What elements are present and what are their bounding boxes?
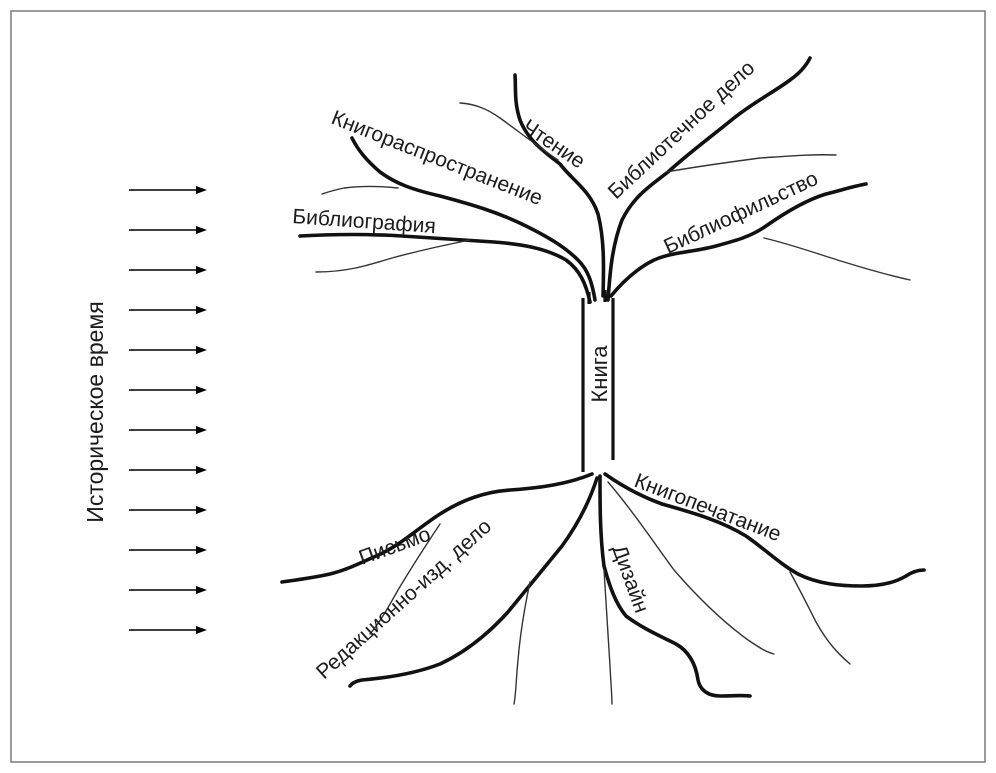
time-arrows (129, 186, 207, 634)
twig-distribution (321, 185, 399, 195)
time-arrow-head (196, 426, 207, 434)
time-arrow-head (196, 306, 207, 314)
label-library: Библиотечное дело (604, 56, 760, 203)
label-bibliophily: Библиофильство (660, 167, 821, 259)
branch-library (606, 56, 812, 302)
label-printing: Книгопечатание (631, 469, 784, 546)
root-design (598, 474, 752, 698)
twig-library (665, 154, 837, 173)
label-writing: Письмо (356, 523, 434, 570)
twig-printing-2 (789, 571, 851, 665)
root-printing (603, 472, 926, 588)
label-design: Дизайн (607, 542, 653, 616)
time-arrow-head (196, 586, 207, 594)
time-arrow-head (196, 186, 207, 194)
label-reading: Чтение (518, 115, 589, 173)
twig-printing-1 (607, 481, 775, 655)
time-arrow-head (196, 506, 207, 514)
time-arrow-head (196, 346, 207, 354)
branch-bibliography (298, 232, 592, 304)
twig-bibliophily (763, 237, 911, 281)
root-editorial (348, 476, 599, 688)
time-arrow-head (196, 466, 207, 474)
branch-reading (513, 73, 606, 298)
branch-bibliophily (609, 182, 868, 298)
time-arrow-head (196, 546, 207, 554)
twig-design (603, 569, 613, 705)
twig-writing (369, 523, 441, 635)
trunk-label: Книга (587, 345, 612, 403)
twig-reading (459, 102, 559, 161)
branch-distribution (350, 136, 597, 302)
time-axis-label: Историческое время (82, 301, 108, 522)
time-arrow-head (196, 386, 207, 394)
twig-editorial (513, 581, 531, 705)
diagram-frame (10, 10, 986, 763)
time-arrow-head (196, 226, 207, 234)
root-writing (280, 472, 594, 584)
time-arrow-head (196, 626, 207, 634)
time-arrow-head (196, 266, 207, 274)
twig-bibliography (315, 239, 471, 273)
